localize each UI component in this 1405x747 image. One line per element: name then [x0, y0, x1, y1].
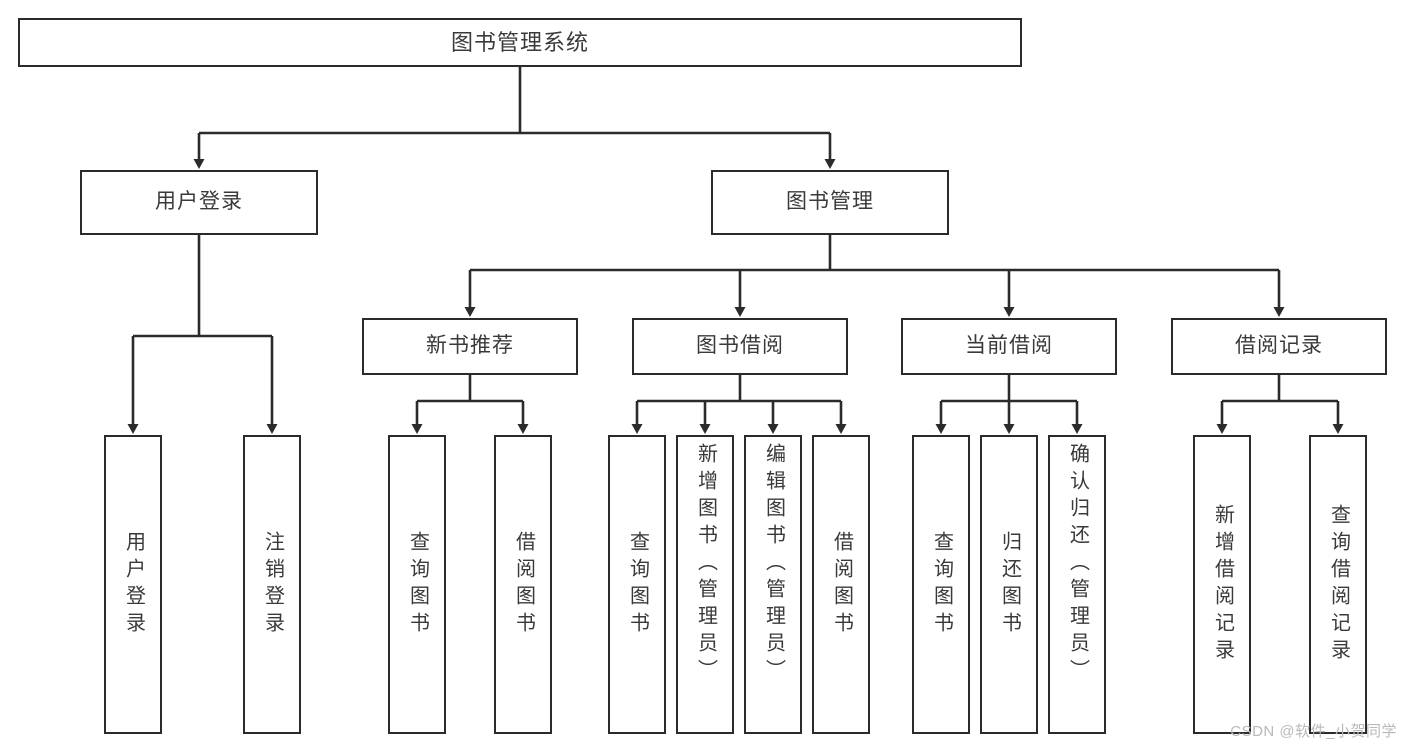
leaf-label: 查询图书 — [930, 530, 953, 639]
leaf-edit-book-admin[interactable]: 编辑图书（管理员） — [744, 435, 802, 734]
leaf-logout[interactable]: 注销登录 — [243, 435, 301, 734]
leaf-label: 查询图书 — [406, 530, 429, 639]
node-label: 用户登录 — [155, 190, 243, 214]
leaf-query-book-borrow[interactable]: 查询图书 — [608, 435, 666, 734]
node-new-book-recommend[interactable]: 新书推荐 — [362, 318, 578, 375]
leaf-query-book-recommend[interactable]: 查询图书 — [388, 435, 446, 734]
node-label: 借阅记录 — [1235, 334, 1323, 358]
leaf-user-login[interactable]: 用户登录 — [104, 435, 162, 734]
leaf-label: 查询借阅记录 — [1327, 503, 1350, 666]
leaf-label: 注销登录 — [261, 530, 284, 639]
node-book-management[interactable]: 图书管理 — [711, 170, 949, 235]
leaf-label: 编辑图书（管理员） — [762, 443, 785, 686]
watermark-text: CSDN @软件_小贺同学 — [1230, 723, 1397, 740]
node-book-borrow[interactable]: 图书借阅 — [632, 318, 848, 375]
leaf-label: 新增图书（管理员） — [694, 443, 717, 686]
leaf-label: 借阅图书 — [830, 530, 853, 639]
node-label: 新书推荐 — [426, 334, 514, 358]
node-current-borrow[interactable]: 当前借阅 — [901, 318, 1117, 375]
leaf-label: 新增借阅记录 — [1211, 503, 1234, 666]
leaf-label: 确认归还（管理员） — [1066, 443, 1089, 686]
node-label: 图书管理系统 — [450, 29, 589, 55]
leaf-add-book-admin[interactable]: 新增图书（管理员） — [676, 435, 734, 734]
leaf-add-borrow-record[interactable]: 新增借阅记录 — [1193, 435, 1251, 734]
node-label: 当前借阅 — [965, 334, 1053, 358]
leaf-return-book[interactable]: 归还图书 — [980, 435, 1038, 734]
leaf-label: 查询图书 — [626, 530, 649, 639]
node-borrow-record[interactable]: 借阅记录 — [1171, 318, 1387, 375]
node-label: 图书管理 — [786, 190, 874, 214]
leaf-label: 借阅图书 — [512, 530, 535, 639]
leaf-confirm-return-admin[interactable]: 确认归还（管理员） — [1048, 435, 1106, 734]
leaf-query-borrow-record[interactable]: 查询借阅记录 — [1309, 435, 1367, 734]
leaf-borrow-book[interactable]: 借阅图书 — [812, 435, 870, 734]
node-label: 图书借阅 — [696, 334, 784, 358]
node-root-system[interactable]: 图书管理系统 — [18, 18, 1022, 67]
node-user-login[interactable]: 用户登录 — [80, 170, 318, 235]
leaf-borrow-book-recommend[interactable]: 借阅图书 — [494, 435, 552, 734]
leaf-label: 归还图书 — [998, 530, 1021, 639]
leaf-label: 用户登录 — [122, 530, 145, 639]
leaf-query-book-current[interactable]: 查询图书 — [912, 435, 970, 734]
